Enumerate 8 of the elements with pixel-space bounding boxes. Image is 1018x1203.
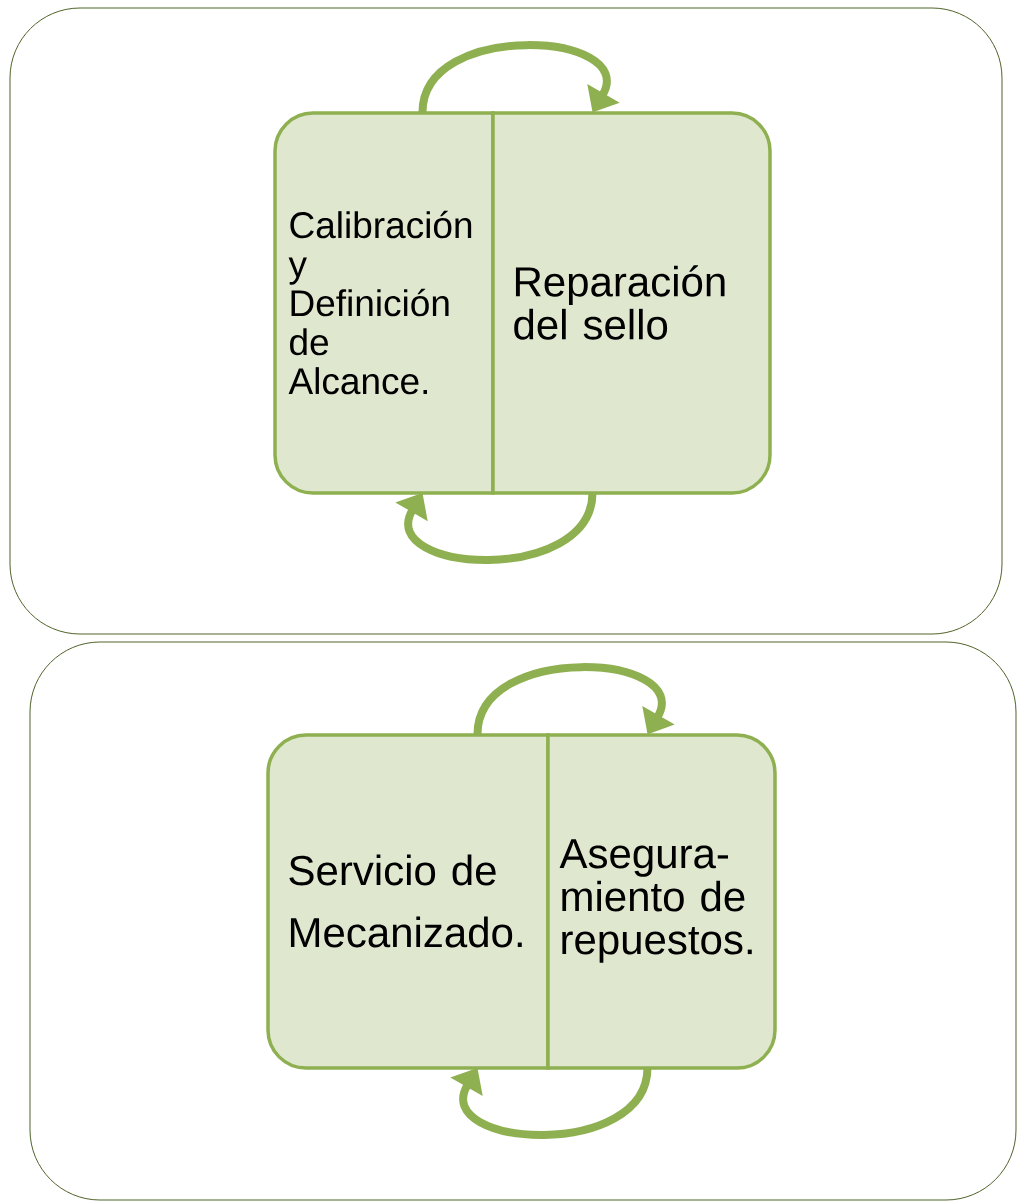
text-box: Servicio de Mecanizado.	[266, 733, 550, 1070]
curved-arrow	[473, 663, 675, 736]
curved-arrow	[418, 41, 620, 114]
curved-arrow	[450, 1066, 652, 1139]
text-box: Asegura-miento de repuestos.	[546, 733, 777, 1070]
curved-arrow	[395, 491, 597, 564]
text-box: Reparación del sello	[491, 111, 772, 495]
text-box: Calibración y Definición de Alcance.	[273, 111, 495, 495]
